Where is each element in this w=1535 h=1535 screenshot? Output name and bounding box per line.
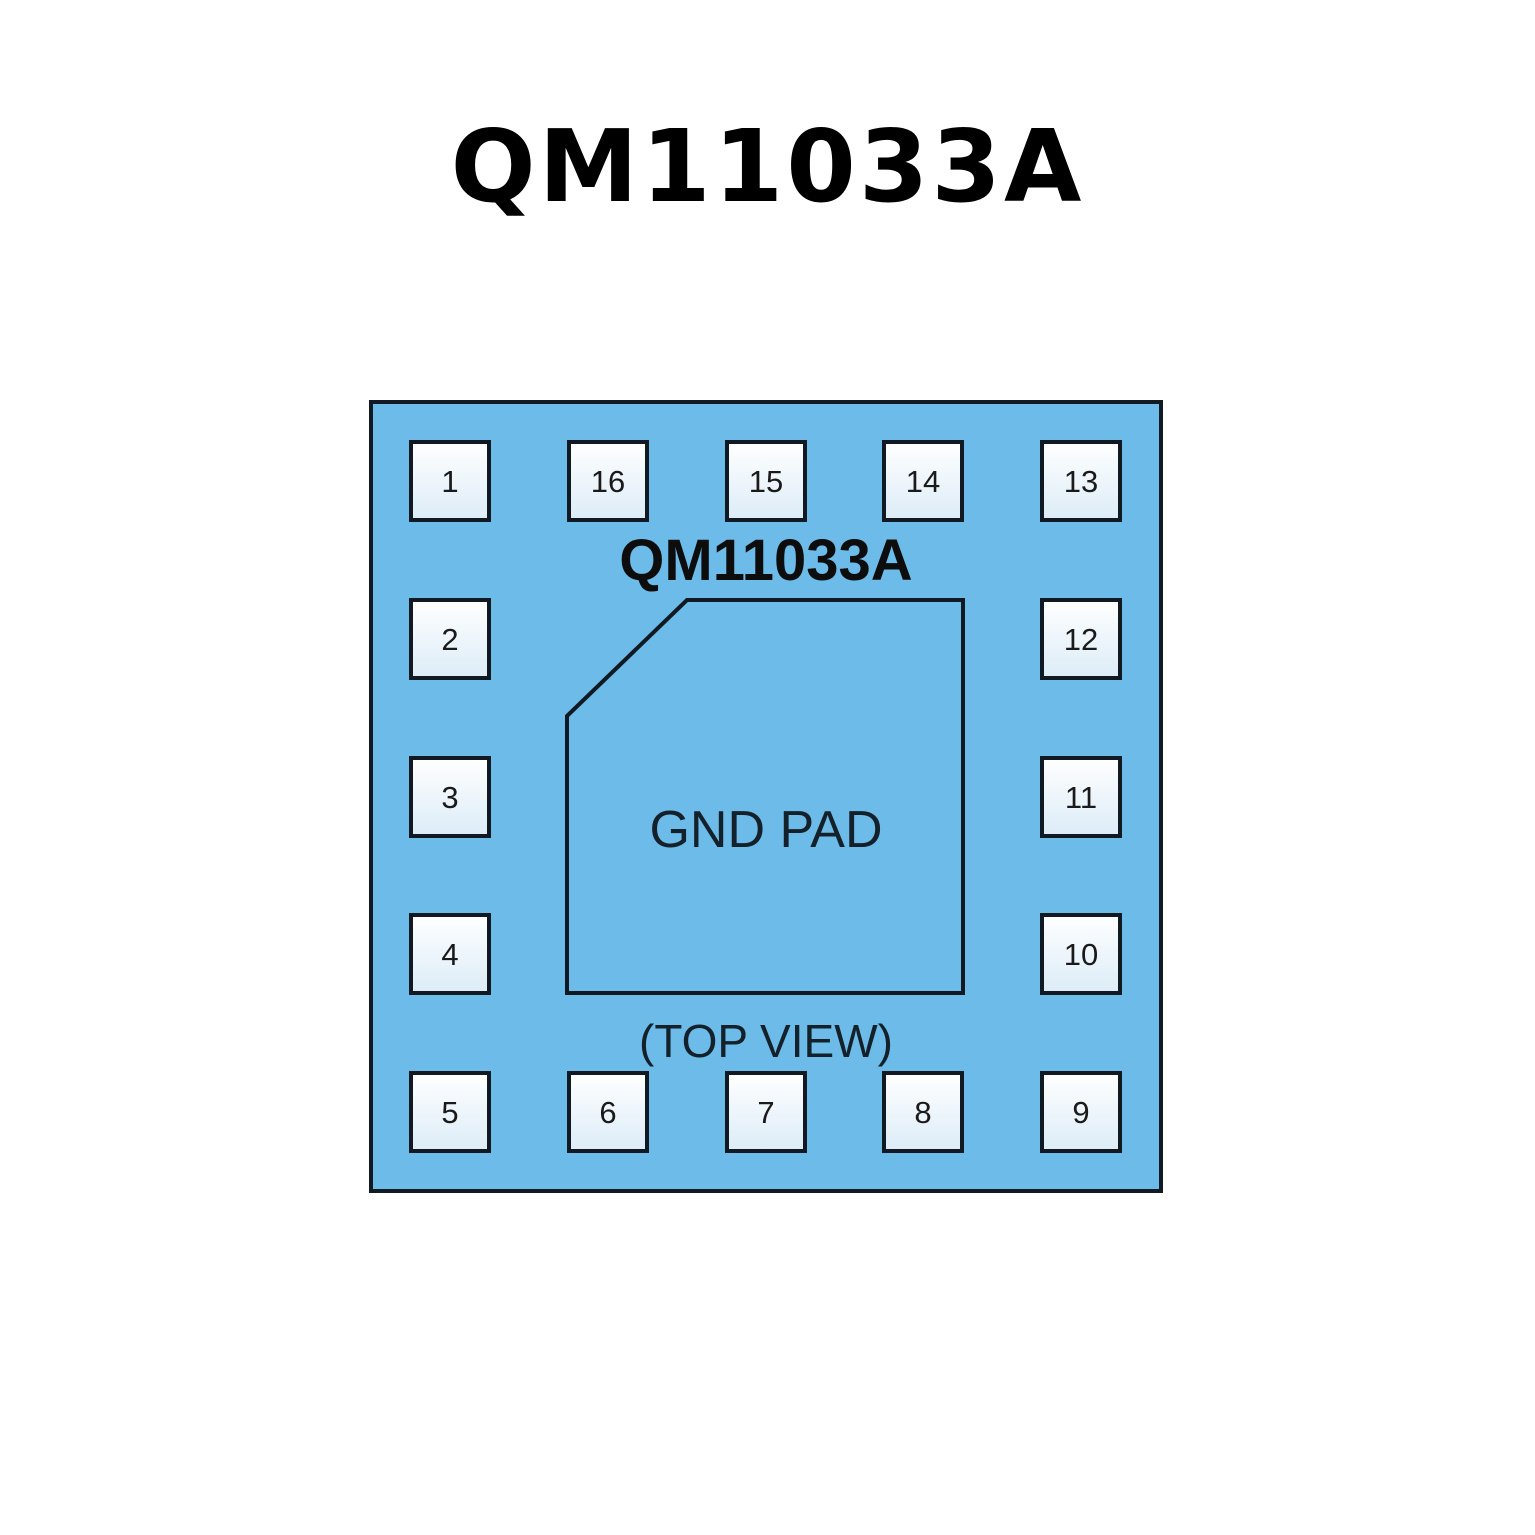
pin-4: 4 — [409, 913, 491, 995]
pin-number: 2 — [441, 622, 458, 657]
pin-5: 5 — [409, 1071, 491, 1153]
pin-number: 3 — [441, 780, 458, 815]
pin-15: 15 — [725, 440, 807, 522]
pin-16: 16 — [567, 440, 649, 522]
pin-number: 8 — [914, 1095, 931, 1130]
pin-number: 15 — [749, 464, 783, 499]
pin-number: 7 — [757, 1095, 774, 1130]
pin-pad — [409, 598, 491, 680]
pin-pad — [1040, 913, 1122, 995]
pin-13: 13 — [1040, 440, 1122, 522]
pin-pad — [567, 1071, 649, 1153]
pin-number: 4 — [441, 937, 458, 972]
pin-number: 16 — [591, 464, 625, 499]
pin-pad — [1040, 1071, 1122, 1153]
pin-number: 11 — [1065, 780, 1097, 815]
pin-number: 13 — [1064, 464, 1098, 499]
pin-pad — [567, 440, 649, 522]
gnd-pad-label: GND PAD — [649, 801, 882, 859]
pin-3: 3 — [409, 756, 491, 838]
pin-6: 6 — [567, 1071, 649, 1153]
pin-pad — [1040, 756, 1122, 838]
pin-pad — [725, 1071, 807, 1153]
pin-number: 6 — [599, 1095, 616, 1130]
chip-part-number: QM11033A — [619, 528, 912, 593]
page-title: QM11033A — [450, 108, 1085, 225]
pin-11: 11 — [1040, 756, 1122, 838]
pin-number: 1 — [441, 464, 458, 499]
pin-pad — [725, 440, 807, 522]
view-label: (TOP VIEW) — [639, 1015, 893, 1067]
pin-pad — [409, 440, 491, 522]
pin-pad — [882, 440, 964, 522]
pin-number: 12 — [1064, 622, 1098, 657]
pin-pad — [409, 756, 491, 838]
pin-number: 9 — [1072, 1095, 1089, 1130]
pin-7: 7 — [725, 1071, 807, 1153]
gnd-pad — [565, 598, 965, 995]
pin-number: 5 — [441, 1095, 458, 1130]
pin-pad — [409, 1071, 491, 1153]
pin-pad — [1040, 440, 1122, 522]
pin-8: 8 — [882, 1071, 964, 1153]
pin-12: 12 — [1040, 598, 1122, 680]
pin-number: 10 — [1064, 937, 1098, 972]
pin-14: 14 — [882, 440, 964, 522]
pin-pad — [1040, 598, 1122, 680]
pin-2: 2 — [409, 598, 491, 680]
pin-9: 9 — [1040, 1071, 1122, 1153]
pin-1: 1 — [409, 440, 491, 522]
pin-pad — [409, 913, 491, 995]
pin-number: 14 — [906, 464, 940, 499]
pin-pad — [882, 1071, 964, 1153]
pin-10: 10 — [1040, 913, 1122, 995]
